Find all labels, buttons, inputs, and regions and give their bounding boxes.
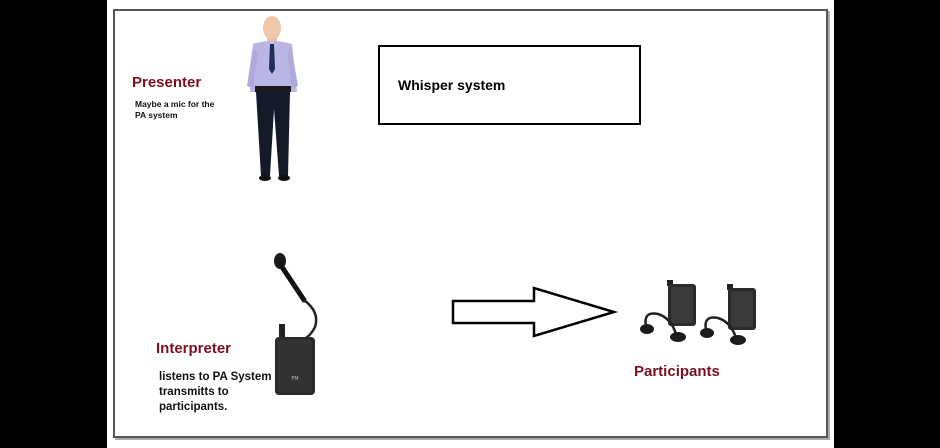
- interpreter-line2: transmitts to: [159, 386, 229, 398]
- presenter-figure: [247, 16, 298, 181]
- interpreter-heading: Interpreter: [156, 340, 232, 357]
- interpreter-transmitter-icon: FM: [274, 253, 318, 395]
- whisper-system-title: Whisper system: [398, 77, 506, 93]
- right-arrow-icon: [451, 286, 619, 338]
- presenter-note-line1: Maybe a mic for the: [135, 99, 215, 109]
- interpreter-line1: listens to PA System: [159, 371, 272, 383]
- presenter-note-line2: PA system: [135, 110, 178, 120]
- interpreter-description: listens to PA System transmitts to parti…: [159, 370, 271, 415]
- interpreter-line3: participants.: [159, 401, 228, 413]
- whisper-system-box: Whisper system: [378, 45, 641, 125]
- presenter-heading: Presenter: [132, 74, 202, 91]
- participants-heading: Participants: [634, 363, 720, 380]
- receiver-2: [700, 284, 756, 345]
- participant-receivers-icon: [640, 280, 756, 345]
- presenter-note: Maybe a mic for the PA system: [135, 99, 214, 121]
- receiver-1: [640, 280, 696, 342]
- svg-text:FM: FM: [291, 376, 298, 382]
